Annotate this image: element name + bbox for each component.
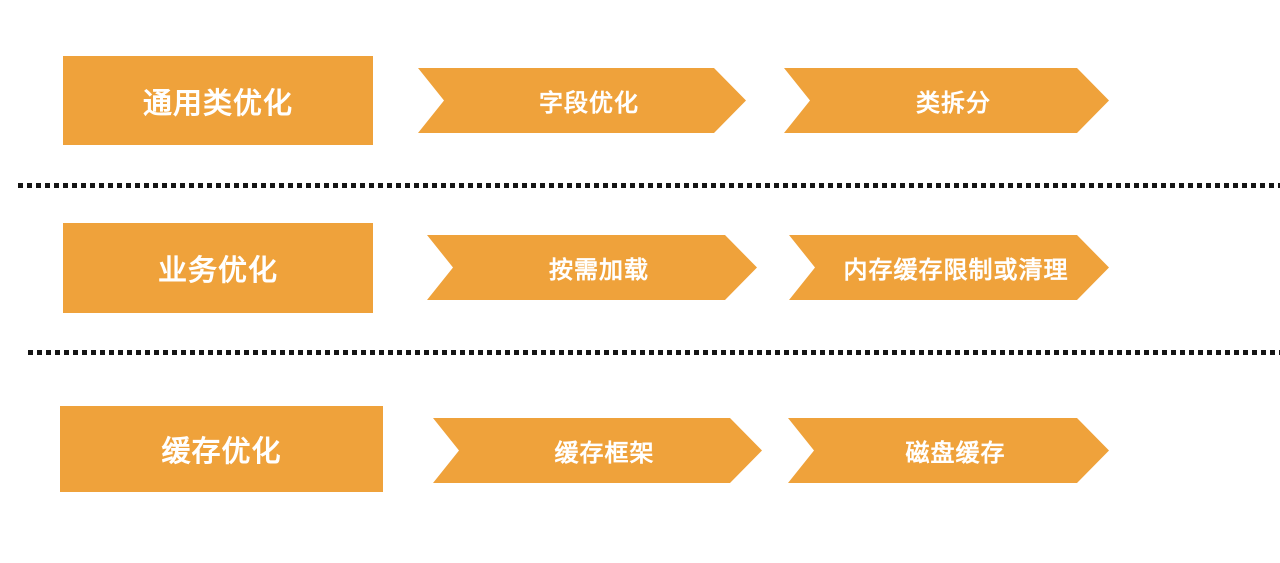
category-box-business-optimization: 业务优化 bbox=[63, 223, 373, 313]
step-arrow-field-optimization: 字段优化 bbox=[418, 68, 746, 133]
step-arrow-load-on-demand: 按需加载 bbox=[427, 235, 757, 300]
step-arrow-cache-framework: 缓存框架 bbox=[433, 418, 762, 483]
step-arrow-disk-cache: 磁盘缓存 bbox=[788, 418, 1109, 483]
category-box-general-optimization: 通用类优化 bbox=[63, 56, 373, 145]
category-box-cache-optimization: 缓存优化 bbox=[60, 406, 383, 492]
dotted-divider bbox=[28, 350, 1280, 355]
dotted-divider bbox=[18, 183, 1280, 188]
step-arrow-class-split: 类拆分 bbox=[784, 68, 1109, 133]
step-arrow-memory-cache-limit-or-cleanup: 内存缓存限制或清理 bbox=[789, 235, 1109, 300]
